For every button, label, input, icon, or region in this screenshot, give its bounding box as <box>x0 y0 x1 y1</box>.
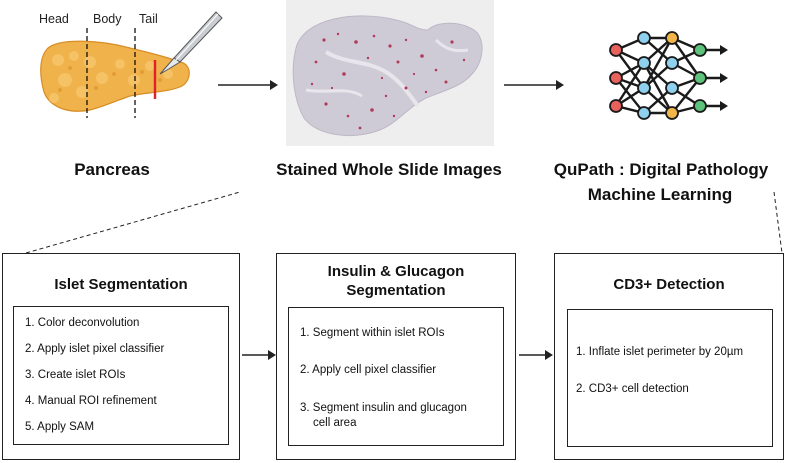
whole-slide-image <box>286 0 494 146</box>
wsi-label: Stained Whole Slide Images <box>276 160 502 179</box>
pancreas-label: Pancreas <box>74 160 150 179</box>
cd3-detection-box: CD3+ Detection 1. Inflate islet perimete… <box>554 253 784 460</box>
tail-label: Tail <box>139 12 158 26</box>
qupath-label-line1: QuPath : Digital Pathology <box>553 160 769 179</box>
islet-step-3: 3. Create islet ROIs <box>25 369 126 381</box>
islet-segmentation-box: Islet Segmentation 1. Color deconvolutio… <box>2 253 240 460</box>
scalpel-icon <box>159 11 223 75</box>
insulin-glucagon-title-line1: Insulin & Glucagon <box>327 263 465 280</box>
cd3-step-2: 2. CD3+ cell detection <box>576 383 689 395</box>
islet-segmentation-title: Islet Segmentation <box>54 276 188 293</box>
cd3-steps-panel: 1. Inflate islet perimeter by 20µm 2. CD… <box>567 309 773 447</box>
cd3-detection-title: CD3+ Detection <box>613 276 725 293</box>
qupath-label-line2: Machine Learning <box>587 185 733 204</box>
body-label: Body <box>93 12 122 26</box>
islet-steps-panel: 1. Color deconvolution 2. Apply islet pi… <box>13 306 229 445</box>
arrow-right-icon <box>242 350 276 360</box>
islet-step-5: 5. Apply SAM <box>25 421 95 433</box>
insulin-step-2: 2. Apply cell pixel classifier <box>300 364 437 376</box>
islet-step-4: 4. Manual ROI refinement <box>25 395 157 407</box>
arrow-right-icon <box>218 80 278 90</box>
pancreas-illustration <box>40 11 223 118</box>
islet-step-2: 2. Apply islet pixel classifier <box>25 343 165 355</box>
arrow-right-icon <box>504 80 564 90</box>
insulin-glucagon-title-line2: Segmentation <box>346 282 446 299</box>
insulin-step-3: 3. Segment insulin and glucagon <box>300 402 467 414</box>
insulin-glucagon-steps-panel: 1. Segment within islet ROIs 2. Apply ce… <box>288 307 504 446</box>
head-label: Head <box>39 12 69 26</box>
cd3-step-1: 1. Inflate islet perimeter by 20µm <box>576 346 744 358</box>
islet-step-1: 1. Color deconvolution <box>25 317 140 329</box>
arrow-right-icon <box>519 350 553 360</box>
neural-network-icon <box>609 31 728 120</box>
insulin-step-3-cont: cell area <box>313 417 357 429</box>
insulin-glucagon-box: Insulin & Glucagon Segmentation 1. Segme… <box>276 253 516 460</box>
insulin-step-1: 1. Segment within islet ROIs <box>300 327 445 339</box>
